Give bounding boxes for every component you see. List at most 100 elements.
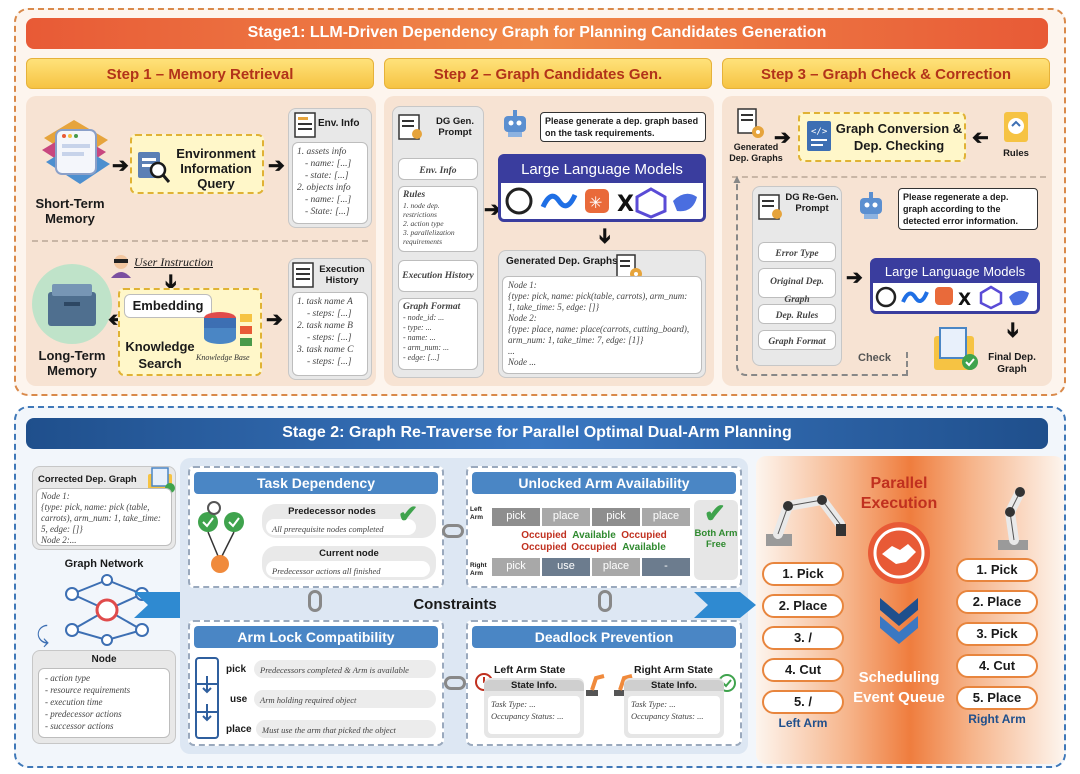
gear-document-icon — [737, 108, 764, 138]
prompt-env-info: Env. Info — [398, 158, 478, 180]
rules-line: 2. action type — [403, 219, 444, 228]
step3-title: Step 3 – Graph Check & Correction — [722, 58, 1050, 89]
arrow-icon: ➔ — [774, 127, 791, 149]
right-robot-arm-icon — [998, 487, 1028, 550]
env-info-line: - name: [...] — [305, 195, 352, 205]
arm-lock-title: Arm Lock Compatibility — [194, 626, 438, 648]
left-robot-arm-icon — [766, 494, 846, 546]
env-info-title: Env. Info — [318, 118, 360, 129]
status-occupied: Occupied — [521, 542, 567, 553]
current-node-title: Current node — [319, 548, 379, 559]
right-arm-slot: pick — [492, 558, 540, 576]
right-state-info-title: State Info. — [624, 680, 724, 691]
left-queue-item: 3. / — [762, 626, 844, 650]
env-info-line: - State: [...] — [305, 207, 350, 217]
left-state-info-content: Task Type: ... Occupancy Status: ... — [488, 696, 580, 734]
env-info-line: 1. assets info — [297, 147, 347, 157]
svg-text:</>: </> — [811, 127, 828, 137]
llm-speech-bubble: Please regenerate a dep. graph according… — [898, 188, 1038, 230]
prompt-env-info-label: Env. Info — [419, 166, 457, 176]
final-graph-label: Final Dep. Graph — [988, 352, 1036, 375]
corrected-line: {type: pick, name: pick (table, carrots)… — [41, 502, 161, 534]
exec-history-content: 1. task name A - steps: [...] 2. task na… — [292, 292, 368, 376]
check-icon: ✔ — [704, 498, 726, 528]
both-free-box — [694, 500, 738, 580]
arrow-icon: ➔ — [268, 155, 285, 177]
lock-rule-text: Predecessors completed & Arm is availabl… — [260, 665, 409, 675]
arrow-icon: ➔ — [972, 127, 989, 149]
graph-conversion-box — [798, 112, 966, 162]
left-arm-slot: pick — [492, 508, 540, 526]
llm-box: Large Language Models ✳ X — [498, 154, 706, 222]
right-queue-item: 5. Place — [956, 686, 1038, 710]
node-line: - successor actions — [45, 721, 114, 731]
right-queue-item: 2. Place — [956, 590, 1038, 614]
node-title: Node — [91, 654, 117, 665]
right-state-info-content: Task Type: ... Occupancy Status: ... — [628, 696, 720, 734]
regen-dep-rules: Dep. Rules — [758, 304, 836, 324]
rules-icon — [1004, 112, 1028, 142]
llm-box: Large Language Models X — [870, 258, 1040, 314]
lock-rule-box: Must use the arm that picked the object — [256, 720, 436, 738]
rules-label: Rules — [1003, 148, 1029, 159]
lock-rule-box: Predecessors completed & Arm is availabl… — [254, 660, 436, 678]
predecessor-nodes-title: Predecessor nodes — [288, 506, 376, 517]
llm-logos-icon: X — [875, 285, 1029, 310]
node-line: - action type — [45, 673, 90, 683]
rules-title: Rules — [403, 190, 426, 200]
state-occupancy: Occupancy Status: ... — [491, 711, 564, 721]
generated-line: Node 2: — [508, 313, 537, 323]
llm-logos-icon: ✳ X — [505, 187, 697, 219]
right-arm-slot: - — [642, 558, 690, 576]
right-queue-item: 1. Pick — [956, 558, 1038, 582]
prompt-document-icon — [398, 114, 422, 140]
prompt-graph-format: Graph Format - node_id: ... - type: ... … — [398, 298, 478, 370]
env-info-line: - name: [...] — [305, 159, 352, 169]
state-occupancy: Occupancy Status: ... — [631, 711, 704, 721]
status-available: Available — [572, 530, 616, 541]
stage1-title: Stage1: LLM-Driven Dependency Graph for … — [26, 18, 1048, 49]
left-state-info-title: State Info. — [484, 680, 584, 691]
env-info-line: - state: [...] — [305, 171, 349, 181]
state-task-type: Task Type: ... — [631, 699, 676, 709]
generated-graphs-content: Node 1: {type: pick, name: pick(table, c… — [502, 276, 702, 374]
env-info-content: 1. assets info - name: [...] - state: [.… — [292, 142, 368, 224]
corrected-graph-title: Corrected Dep. Graph — [38, 474, 137, 485]
both-free-label: Both Arm Free — [694, 528, 738, 550]
generated-graphs-title: Generated Dep. Graphs — [506, 256, 618, 267]
graph-folder-icon — [148, 467, 175, 493]
dg-regen-prompt-title: DG Re-Gen. Prompt — [785, 192, 839, 214]
database-icon — [204, 312, 252, 346]
check-icon: ✔ — [398, 501, 419, 528]
lock-sequence-icon — [195, 657, 219, 739]
long-term-memory-label: Long-Term Memory — [38, 348, 106, 378]
chevron-down-icon — [880, 598, 918, 644]
right-queue-item: 3. Pick — [956, 622, 1038, 646]
svg-text:X: X — [617, 192, 634, 217]
current-node-text: Predecessor actions all finished — [272, 566, 381, 576]
corrected-graph-content: Node 1: {type: pick, name: pick (table, … — [36, 488, 172, 546]
document-icon — [292, 262, 314, 288]
lock-key: pick — [226, 664, 247, 675]
exec-history-title: Execution History — [319, 264, 365, 286]
code-document-icon: </> — [807, 121, 831, 151]
short-term-memory-icon — [42, 120, 110, 184]
regen-graph-format: Graph Format — [758, 330, 836, 350]
right-arm-slot: use — [542, 558, 590, 576]
check-loop-line — [736, 180, 906, 376]
svg-text:X: X — [958, 290, 971, 310]
exec-line: 1. task name A — [297, 297, 353, 307]
left-queue-item: 2. Place — [762, 594, 844, 618]
left-queue-item: 5. / — [762, 690, 844, 714]
unlocked-arm-title: Unlocked Arm Availability — [472, 472, 736, 494]
llm-label: Large Language Models — [501, 157, 703, 183]
right-arm-queue-label: Right Arm — [968, 712, 1026, 726]
node-content: - action type - resource requirements - … — [38, 668, 170, 738]
left-arm-label: Left Arm — [470, 506, 484, 521]
arrow-icon: ➔ — [593, 227, 616, 245]
check-loop-line — [906, 352, 908, 376]
robot-arms-icon — [586, 674, 633, 696]
step2-title: Step 2 – Graph Candidates Gen. — [384, 58, 712, 89]
long-term-memory-icon — [32, 264, 112, 344]
lock-key: use — [230, 694, 248, 705]
